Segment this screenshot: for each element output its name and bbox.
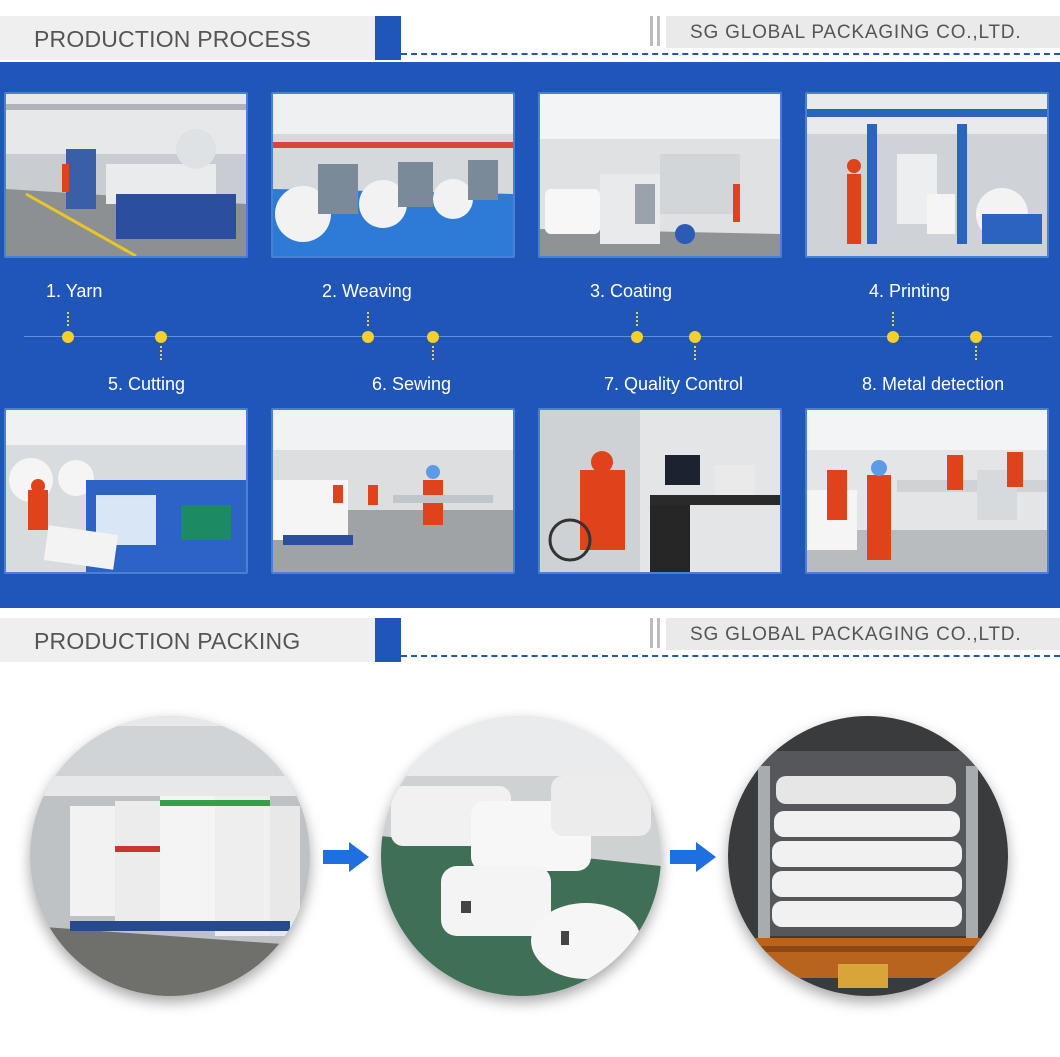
step-label-sewing: 6. Sewing	[372, 374, 452, 394]
section-title: PRODUCTION PROCESS	[34, 26, 312, 52]
timeline-dot-coating	[631, 331, 643, 343]
company-name-box	[666, 618, 1060, 650]
timeline-dot-cutting	[155, 331, 167, 343]
packed-bales-warehouse-photo	[381, 716, 661, 996]
timeline-tick	[892, 312, 894, 326]
packing-section-header: PRODUCTION PACKING SG GLOBAL PACKAGING C…	[0, 618, 1060, 664]
step-label-coating: 3. Coating	[590, 281, 673, 301]
arrow-right-icon	[670, 842, 716, 872]
timeline-tick	[160, 346, 162, 360]
header-dashed-rule	[401, 655, 1060, 657]
step-label-weaving: 2. Weaving	[322, 281, 412, 301]
step-label-metal-detection: 8. Metal detection	[862, 374, 1005, 394]
timeline-tick	[694, 346, 696, 360]
quality-control-lab-photo	[538, 408, 782, 574]
header-accent-tab	[375, 618, 401, 662]
circular-looms-photo	[271, 92, 515, 258]
section-title-box	[0, 618, 375, 662]
process-section-header: PRODUCTION PROCESS SG GLOBAL PACKAGING C…	[0, 16, 1060, 62]
step-label-cutting: 5. Cutting	[108, 374, 186, 394]
step-label-quality-control: 7. Quality Control	[604, 374, 744, 394]
production-process-panel: 1. Yarn 2. Weaving 3. Coating 4. Printin…	[0, 62, 1060, 608]
timeline-tick	[432, 346, 434, 360]
timeline-dot-metal-detection	[970, 331, 982, 343]
cutting-machine-photo	[4, 408, 248, 574]
header-dashed-rule	[401, 53, 1060, 55]
header-stripe	[657, 618, 660, 648]
section-title: PRODUCTION PACKING	[34, 628, 301, 654]
stacked-bag-bales-photo	[30, 716, 310, 996]
yarn-extrusion-line-photo	[4, 92, 248, 258]
company-name-box	[666, 16, 1060, 48]
timeline-tick	[975, 346, 977, 360]
header-accent-tab	[375, 16, 401, 60]
company-name: SG GLOBAL PACKAGING CO.,LTD.	[690, 624, 1022, 645]
timeline-tick	[67, 312, 69, 326]
timeline-dot-weaving	[362, 331, 374, 343]
step-label-yarn: 1. Yarn	[46, 281, 103, 301]
company-name: SG GLOBAL PACKAGING CO.,LTD.	[690, 22, 1022, 43]
coating-machine-photo	[538, 92, 782, 258]
sewing-workshop-photo	[271, 408, 515, 574]
timeline-tick	[367, 312, 369, 326]
timeline-dot-yarn	[62, 331, 74, 343]
timeline-dot-printing	[887, 331, 899, 343]
timeline-dot-quality-control	[689, 331, 701, 343]
arrow-right-icon	[323, 842, 369, 872]
step-label-printing: 4. Printing	[869, 281, 951, 301]
section-title-box	[0, 16, 375, 60]
metal-detector-photo	[805, 408, 1049, 574]
container-loading-photo	[728, 716, 1008, 996]
header-stripe	[650, 16, 653, 46]
timeline-dot-sewing	[427, 331, 439, 343]
header-stripe	[657, 16, 660, 46]
printing-press-photo	[805, 92, 1049, 258]
timeline-tick	[636, 312, 638, 326]
header-stripe	[650, 618, 653, 648]
process-timeline	[24, 336, 1052, 337]
